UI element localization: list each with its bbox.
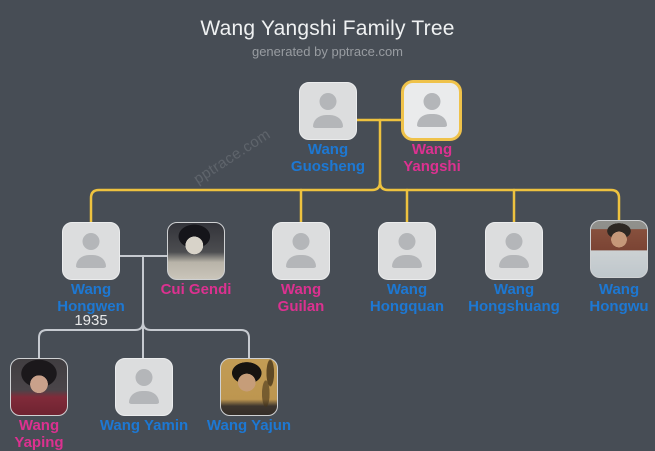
person-node-wang-yamin[interactable] <box>115 358 173 416</box>
person-icon <box>135 369 153 386</box>
person-icon <box>392 255 422 268</box>
person-label-wang-yajun[interactable]: Wang Yajun <box>194 417 304 434</box>
label-line: Guilan <box>277 298 325 315</box>
person-node-wang-guosheng[interactable] <box>299 82 357 140</box>
person-label-wang-yaping[interactable]: Wang Yaping <box>0 417 94 451</box>
portrait-photo-wang-yajun <box>220 358 278 416</box>
label-line: Wang Yamin <box>99 417 189 434</box>
avatar-placeholder <box>485 222 543 280</box>
label-line: Hongshuang <box>468 298 560 315</box>
person-icon <box>313 115 343 128</box>
person-label-wang-hongshuang[interactable]: Wang Hongshuang <box>459 281 569 315</box>
person-node-wang-hongwen[interactable] <box>62 222 120 280</box>
person-icon <box>319 93 337 110</box>
portrait-photo-wang-yaping <box>10 358 68 416</box>
person-label-wang-yangshi[interactable]: Wang Yangshi <box>377 141 487 175</box>
label-line: Wang <box>70 281 112 298</box>
page-title: Wang Yangshi Family Tree <box>200 17 455 40</box>
descent-line-yajun <box>142 321 250 359</box>
avatar-placeholder <box>62 222 120 280</box>
label-line: Wang <box>307 141 349 158</box>
label-line: Wang Yajun <box>206 417 292 434</box>
avatar-placeholder <box>115 358 173 416</box>
person-label-wang-guilan[interactable]: Wang Guilan <box>246 281 356 315</box>
person-label-cui-gendi[interactable]: Cui Gendi <box>141 281 251 298</box>
person-icon <box>398 233 416 250</box>
descent-line-right <box>378 180 621 222</box>
avatar-placeholder <box>378 222 436 280</box>
person-label-wang-yamin[interactable]: Wang Yamin <box>89 417 199 434</box>
label-line: Wang <box>493 281 535 298</box>
person-node-wang-hongquan[interactable] <box>378 222 436 280</box>
portrait-photo-wang-hongwu <box>590 220 648 278</box>
person-icon <box>505 233 523 250</box>
person-node-wang-yaping[interactable] <box>10 358 68 416</box>
person-node-wang-yangshi-selected[interactable] <box>401 80 462 141</box>
label-line: Wang <box>411 141 453 158</box>
label-line: Wang <box>280 281 322 298</box>
avatar-placeholder <box>299 82 357 140</box>
label-line: Hongwu <box>589 298 649 315</box>
label-line: Yangshi <box>403 158 461 175</box>
person-node-wang-hongwu[interactable] <box>590 220 648 278</box>
avatar-placeholder <box>272 222 330 280</box>
person-icon <box>82 233 100 250</box>
label-line: Wang <box>598 281 640 298</box>
person-icon <box>423 93 440 110</box>
label-line: Yaping <box>14 434 64 451</box>
person-label-wang-hongwen[interactable]: Wang Hongwen <box>36 281 146 315</box>
person-label-wang-guosheng[interactable]: Wang Guosheng <box>273 141 383 175</box>
page-subtitle: generated by pptrace.com <box>251 44 404 59</box>
label-line: Wang <box>386 281 428 298</box>
portrait-photo-cui-gendi <box>167 222 225 280</box>
person-icon <box>499 255 529 268</box>
avatar-placeholder <box>401 80 462 141</box>
person-label-wang-hongwu[interactable]: Wang Hongwu <box>564 281 655 315</box>
label-line: Wang <box>18 417 60 434</box>
person-node-wang-yajun[interactable] <box>220 358 278 416</box>
marriage-year: 1935 <box>74 312 108 329</box>
label-line: Hongquan <box>369 298 445 315</box>
person-node-cui-gendi[interactable] <box>167 222 225 280</box>
person-icon <box>292 233 310 250</box>
label-line: Guosheng <box>290 158 366 175</box>
person-label-wang-hongquan[interactable]: Wang Hongquan <box>352 281 462 315</box>
label-line: Cui Gendi <box>160 281 232 298</box>
person-node-wang-hongshuang[interactable] <box>485 222 543 280</box>
label-line: Hongwen <box>57 298 125 315</box>
person-icon <box>76 255 106 268</box>
person-icon <box>129 391 159 404</box>
person-icon <box>286 255 316 268</box>
person-node-wang-guilan[interactable] <box>272 222 330 280</box>
person-icon <box>416 114 447 127</box>
